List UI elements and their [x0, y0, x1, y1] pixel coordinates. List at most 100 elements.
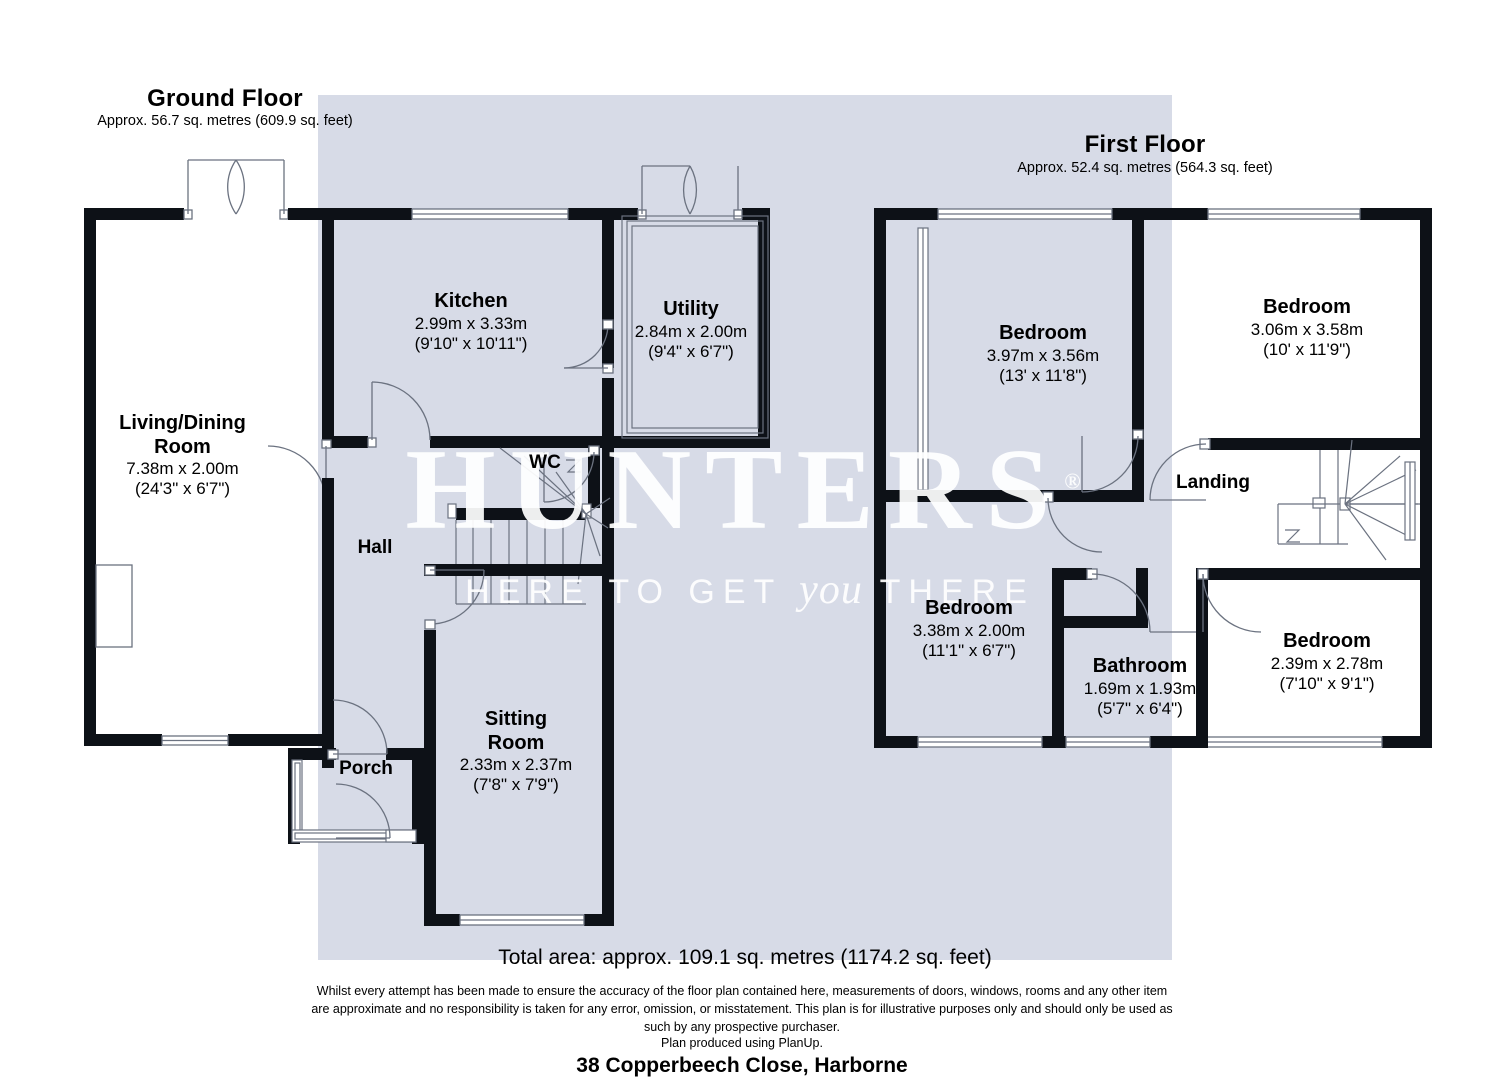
- window-ff-bedroom2-top: [1207, 208, 1361, 220]
- window-ff-bedroom3-bottom: [917, 736, 1043, 748]
- room-dim-bedroom-2-metric: 3.06m x 3.58m: [1250, 319, 1364, 339]
- wall-gf-hall-left: [322, 478, 334, 768]
- window-gf-living-bottom: [161, 735, 229, 746]
- room-dim-sitting-metric: 2.33m x 2.37m: [459, 755, 573, 775]
- room-dim-bedroom-1-imperial: (13' x 11'8"): [999, 365, 1087, 385]
- room-label-bathroom: Bathroom 1.69m x 1.93m (5'7" x 6'4"): [1040, 655, 1240, 719]
- wall-gf-utility-top-left: [602, 208, 638, 220]
- wall-gf-kitchen-bottom-right: [430, 436, 614, 448]
- door-gf-wc: [543, 445, 600, 503]
- wall-ff-bed3-right: [1052, 568, 1064, 748]
- room-dim-sitting-imperial: (7'8" x 7'9"): [473, 775, 559, 795]
- wall-gf-porch-right: [412, 748, 424, 844]
- wall-gf-living-left: [84, 208, 96, 746]
- feature-gf-living-fireplace: [95, 564, 133, 648]
- window-gf-porch-left: [291, 759, 303, 841]
- wall-ff-left: [874, 208, 886, 748]
- room-name-bedroom-4: Bedroom: [1283, 630, 1371, 652]
- room-label-bedroom-1: Bedroom 3.97m x 3.56m (13' x 11'8"): [940, 322, 1146, 386]
- ground-floor-subtitle: Approx. 56.7 sq. metres (609.9 sq. feet): [97, 113, 353, 129]
- wall-ff-bathroom-inner: [1064, 616, 1148, 628]
- window-gf-porch-bottom: [291, 829, 417, 843]
- door-gf-living-french: [183, 159, 289, 220]
- wall-gf-sitting-right: [602, 638, 614, 926]
- room-label-bedroom-4: Bedroom 2.39m x 2.78m (7'10" x 9'1"): [1224, 630, 1430, 694]
- window-ff-landing-side: [1404, 461, 1416, 541]
- room-label-bedroom-3: Bedroom 3.38m x 2.00m (11'1" x 6'7"): [866, 597, 1072, 661]
- total-area-text: Total area: approx. 109.1 sq. metres (11…: [498, 946, 992, 969]
- wall-gf-living-bottom-right: [228, 734, 324, 746]
- room-name-bedroom-1: Bedroom: [999, 322, 1087, 344]
- room-label-landing: Landing: [1176, 472, 1250, 493]
- door-ff-bedroom1: [1081, 429, 1144, 493]
- wall-gf-kitchen-left: [322, 208, 334, 448]
- ground-floor-title: Ground Floor: [147, 85, 303, 112]
- wall-gf-utility-left-lower: [602, 378, 614, 448]
- room-label-kitchen: Kitchen 2.99m x 3.33m (9'10" x 10'11"): [368, 290, 574, 354]
- room-label-hall: Hall: [357, 537, 393, 558]
- disclaimer-line-4: Plan produced using PlanUp.: [661, 1036, 823, 1050]
- room-label-porch: Porch: [339, 758, 393, 779]
- room-dim-bedroom-4-imperial: (7'10" x 9'1"): [1279, 673, 1375, 693]
- door-gf-kitchen-utility: [563, 319, 614, 374]
- wall-gf-sitting-bottom-right: [584, 914, 614, 926]
- door-ff-bedroom2: [1149, 438, 1211, 501]
- wall-ff-bottom-seg3: [1150, 736, 1198, 748]
- wall-gf-sitting-left: [424, 630, 436, 926]
- ground-floor-drawing: [84, 159, 770, 926]
- room-label-living-dining: Living/Dining Room 7.38m x 2.00m (24'3" …: [75, 412, 290, 499]
- room-dim-bathroom-metric: 1.69m x 1.93m: [1083, 678, 1197, 698]
- window-ff-bedroom4-bottom: [1197, 736, 1383, 748]
- wall-ff-bathroom-right-upper: [1136, 568, 1148, 628]
- wall-ff-top-seg1: [874, 208, 938, 220]
- wall-gf-sitting-top: [424, 564, 614, 576]
- room-label-sitting-room: Sitting Room 2.33m x 2.37m (7'8" x 7'9"): [416, 708, 616, 795]
- disclaimer-line-1: Whilst every attempt has been made to en…: [316, 984, 1168, 998]
- wall-gf-living-top-left: [84, 208, 184, 220]
- background-shade-band: [318, 95, 1172, 960]
- room-dim-bedroom-2-imperial: (10' x 11'9"): [1263, 339, 1351, 359]
- room-dim-kitchen-imperial: (9'10" x 10'11"): [414, 333, 528, 353]
- door-ff-bedroom4: [1197, 568, 1262, 633]
- wall-ff-bottom-seg1: [874, 736, 918, 748]
- door-gf-kitchen-hall: [367, 381, 431, 448]
- room-name-bedroom-3: Bedroom: [925, 597, 1013, 619]
- room-dim-living-dining-metric: 7.38m x 2.00m: [126, 459, 239, 479]
- stairs-ground-floor: [447, 447, 611, 605]
- room-dim-bedroom-3-imperial: (11'1" x 6'7"): [922, 640, 1016, 660]
- room-name-kitchen: Kitchen: [434, 290, 508, 312]
- room-dim-living-dining-imperial: (24'3" x 6'7"): [134, 479, 231, 499]
- wall-ff-bottom-seg4: [1382, 736, 1432, 748]
- wall-gf-wc-partition: [588, 448, 600, 508]
- room-dim-kitchen-metric: 2.99m x 3.33m: [414, 313, 528, 333]
- door-gf-utility-external: [637, 165, 743, 220]
- stairs-first-floor: [1277, 439, 1420, 561]
- window-ff-bedroom1-side: [917, 227, 929, 491]
- wall-gf-utility-bottom: [614, 436, 770, 448]
- window-ff-bathroom-bottom: [1065, 736, 1151, 748]
- first-floor-drawing: [874, 208, 1432, 748]
- wall-ff-right: [1420, 208, 1432, 748]
- first-floor-subtitle: Approx. 52.4 sq. metres (564.3 sq. feet): [1017, 160, 1273, 176]
- door-gf-hall-sitting: [424, 565, 485, 630]
- wall-ff-top-seg2: [1112, 208, 1208, 220]
- disclaimer-line-2: are approximate and no responsibility is…: [311, 1002, 1173, 1016]
- first-floor-title: First Floor: [1084, 131, 1206, 158]
- wall-gf-sitting-bottom-left: [424, 914, 460, 926]
- property-address: 38 Copperbeech Close, Harborne: [576, 1054, 908, 1077]
- window-gf-sitting: [459, 914, 585, 926]
- room-dim-bedroom-1-metric: 3.97m x 3.56m: [986, 345, 1100, 365]
- room-name-living-dining-line1: Living/Dining: [119, 412, 246, 434]
- window-gf-kitchen: [411, 208, 569, 220]
- room-dim-utility-metric: 2.84m x 2.00m: [634, 321, 748, 341]
- wall-gf-kitchen-bottom-left: [322, 436, 368, 448]
- room-name-utility: Utility: [663, 298, 719, 320]
- window-gf-utility-bay: [621, 215, 769, 439]
- window-ff-bedroom1-top: [937, 208, 1113, 220]
- wall-ff-bed1-right-lower: [1132, 438, 1144, 498]
- wall-ff-top-seg3: [1360, 208, 1432, 220]
- wall-gf-living-bottom-left: [84, 734, 162, 746]
- room-name-living-dining-line2: Room: [154, 435, 211, 458]
